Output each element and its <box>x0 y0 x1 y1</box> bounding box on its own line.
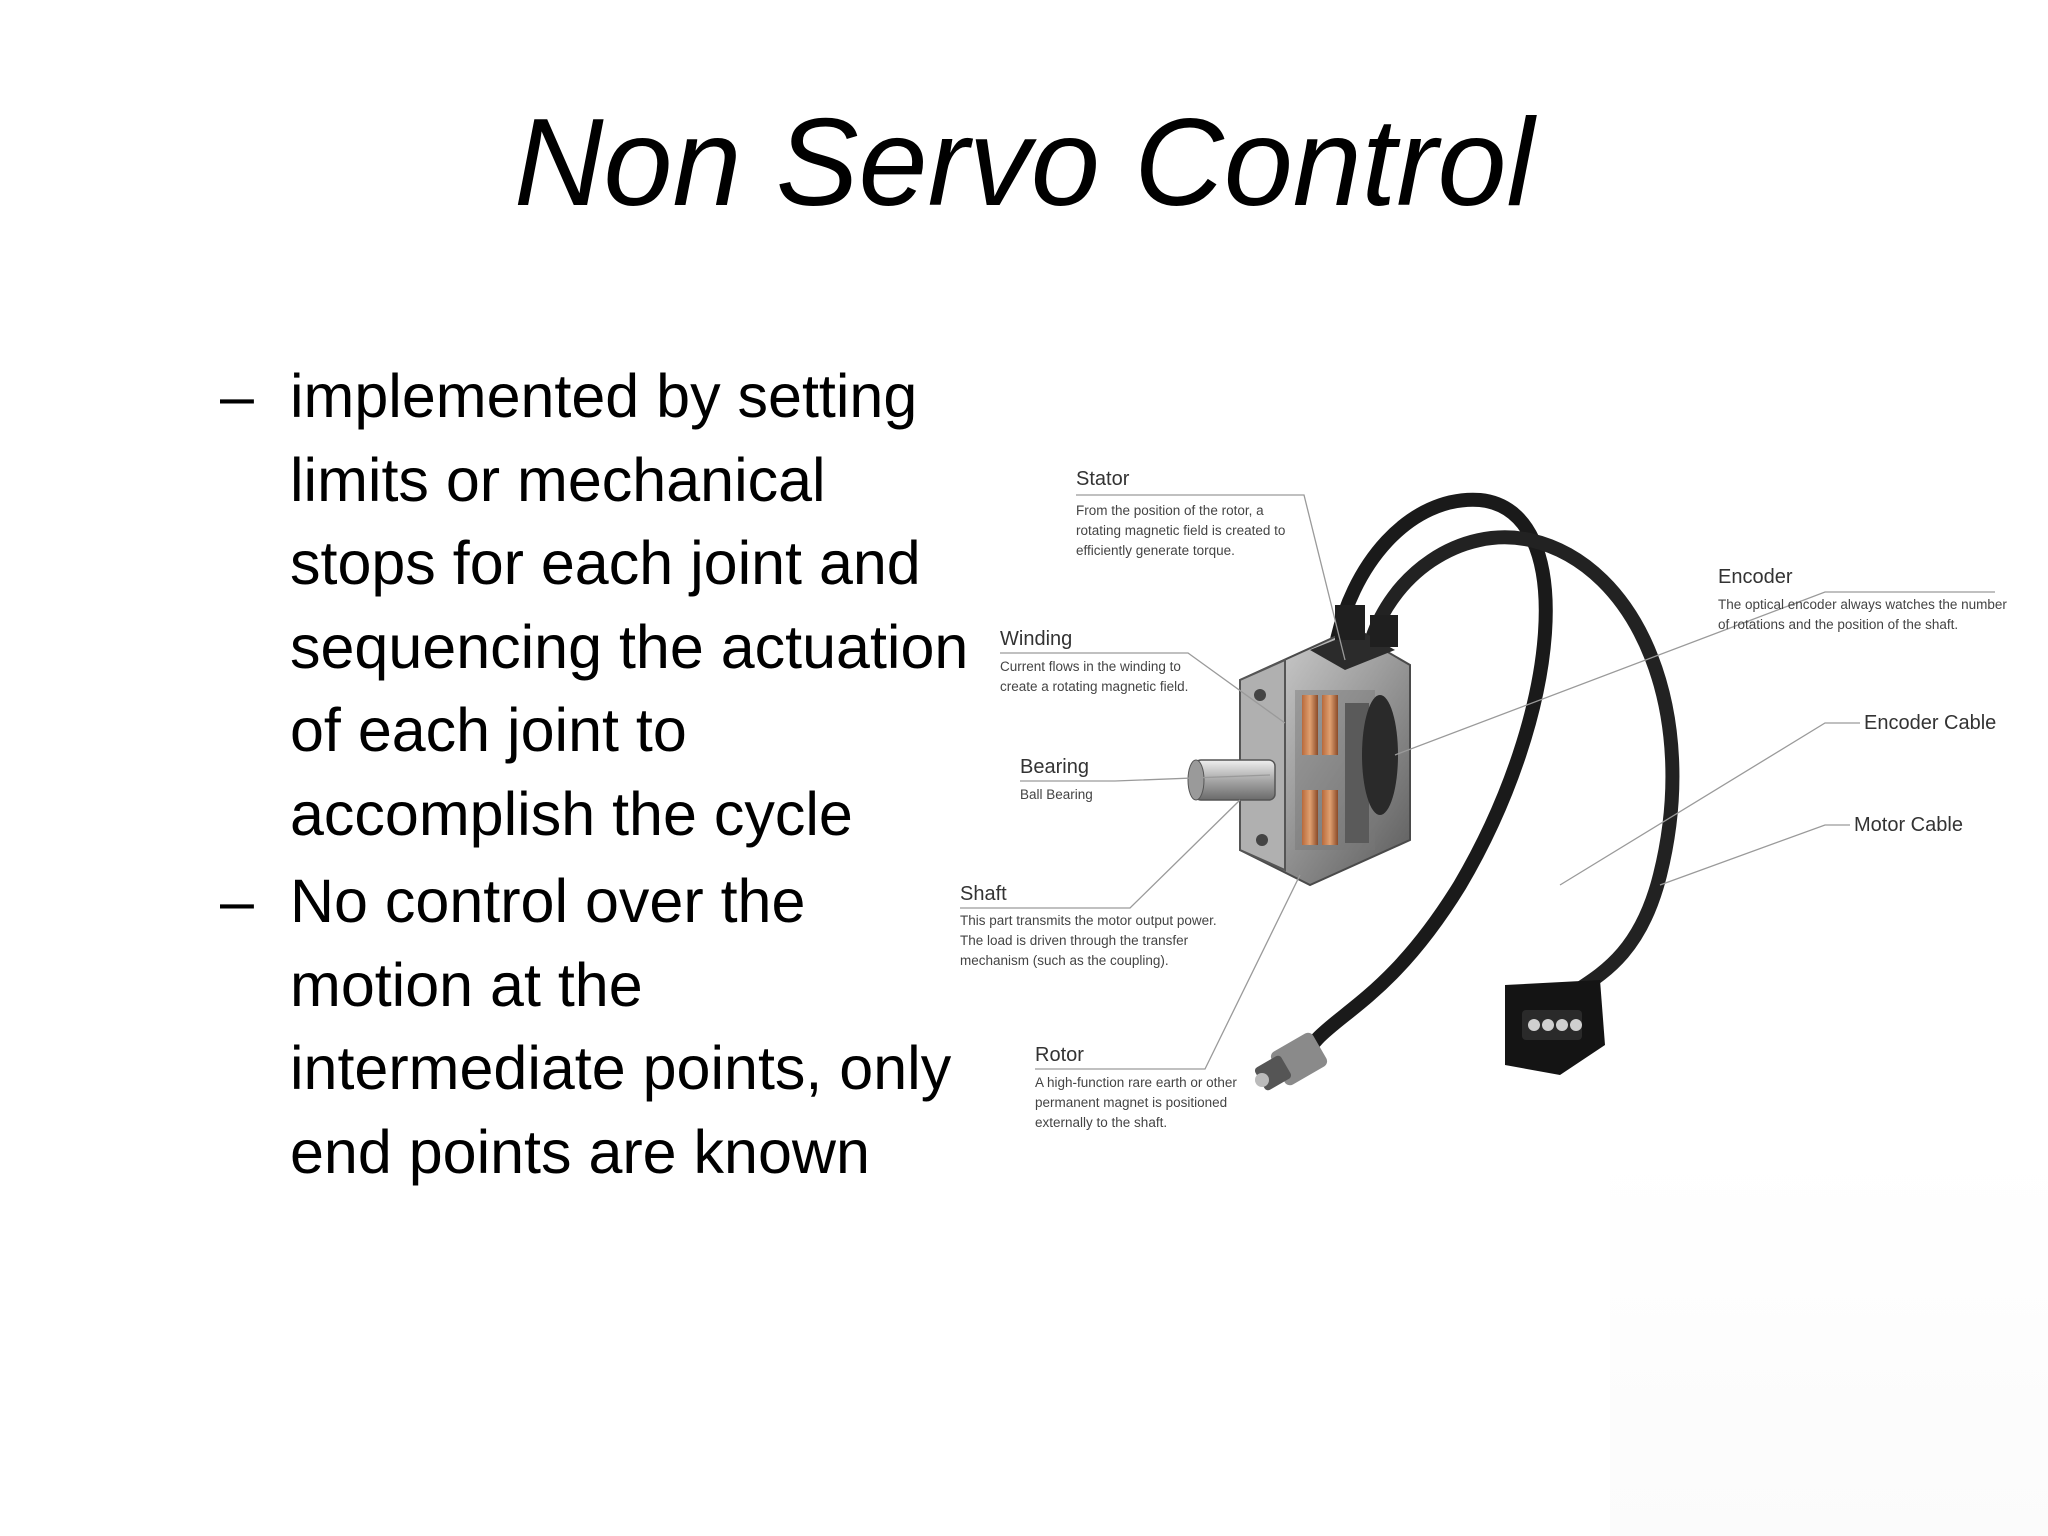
callout-encoder-cable-title: Encoder Cable <box>1864 712 1996 734</box>
callout-stator-desc: rotating magnetic field is created to <box>1076 523 1285 538</box>
winding-leader-line <box>1000 652 1286 724</box>
bullet-marker: – <box>220 867 254 935</box>
callout-stator-title: Stator <box>1076 468 1130 490</box>
slide-title: Non Servo Control <box>513 94 1535 232</box>
callout-rotor-title: Rotor <box>1035 1044 1084 1066</box>
callout-winding-desc: create a rotating magnetic field. <box>1000 679 1188 694</box>
bullet-list: – implemented by setting limits or mecha… <box>220 355 980 1198</box>
servo-motor-diagram: Stator From the position of the rotor, a… <box>940 455 2010 1175</box>
encoder-cable-leader-line <box>1559 722 1860 886</box>
motor-cable-leader-line <box>1659 824 1850 886</box>
bullet-text: implemented by setting limits or mechani… <box>290 362 969 848</box>
callout-winding-title: Winding <box>1000 628 1072 650</box>
callout-stator-desc: efficiently generate torque. <box>1076 543 1235 558</box>
callout-bearing-desc: Ball Bearing <box>1020 787 1093 802</box>
motor-illustration: Stator From the position of the rotor, a… <box>960 468 2007 1130</box>
motor-cable-shape <box>1363 530 1680 1002</box>
callout-rotor-desc: A high-function rare earth or other <box>1035 1075 1237 1090</box>
callout-shaft-title: Shaft <box>960 883 1007 905</box>
callout-bearing-title: Bearing <box>1020 756 1089 778</box>
callout-shaft-desc: mechanism (such as the coupling). <box>960 953 1169 968</box>
callout-shaft-desc: The load is driven through the transfer <box>960 933 1189 948</box>
callout-rotor-desc: externally to the shaft. <box>1035 1115 1167 1130</box>
background-shade <box>1610 1150 2048 1536</box>
stator-leader-line <box>1076 494 1346 661</box>
shaft-leader-line <box>960 799 1241 909</box>
shaft-shape <box>1187 759 1276 801</box>
bullet-item: – No control over the motion at the inte… <box>220 860 980 1194</box>
callout-encoder-title: Encoder <box>1718 566 1793 588</box>
callout-motor-cable-title: Motor Cable <box>1854 814 1963 836</box>
callout-encoder-desc: The optical encoder always watches the n… <box>1718 597 2007 612</box>
bullet-item: – implemented by setting limits or mecha… <box>220 355 980 856</box>
encoder-cable-shape <box>1293 492 1553 1072</box>
callout-winding-desc: Current flows in the winding to <box>1000 659 1181 674</box>
callout-stator-desc: From the position of the rotor, a <box>1076 503 1264 518</box>
callout-encoder-desc: of rotations and the position of the sha… <box>1718 617 1958 632</box>
callout-rotor-desc: permanent magnet is positioned <box>1035 1095 1227 1110</box>
motor-body-shape <box>1239 628 1411 887</box>
bearing-leader-line <box>1020 774 1271 782</box>
encoder-housing-shape <box>1310 605 1398 670</box>
bullet-text: No control over the motion at the interm… <box>290 867 952 1186</box>
motor-connector-shape <box>1505 980 1605 1075</box>
bullet-marker: – <box>220 362 254 430</box>
rotor-leader-line <box>1035 874 1301 1070</box>
callout-shaft-desc: This part transmits the motor output pow… <box>960 913 1217 928</box>
encoder-connector-shape <box>1254 1032 1328 1091</box>
encoder-leader-line <box>1394 591 1995 756</box>
